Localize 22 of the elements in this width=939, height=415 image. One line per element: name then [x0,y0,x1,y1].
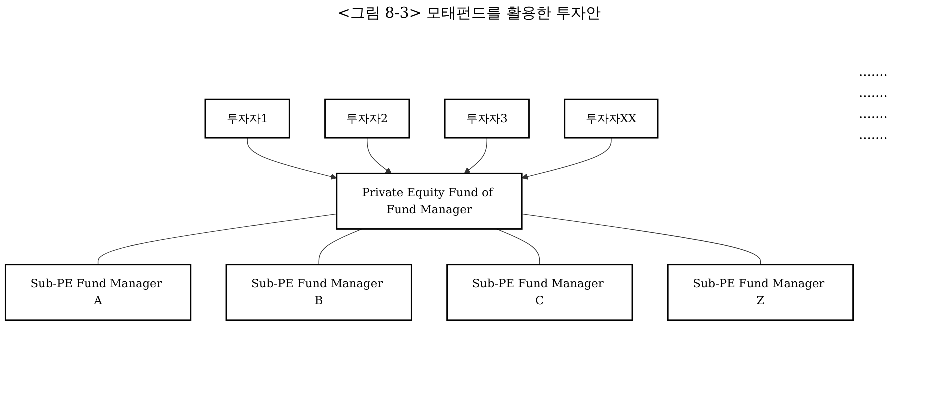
node-box: Private Equity Fund of Fund Manager [336,172,523,230]
arrow [367,138,392,174]
connector [318,228,363,266]
arrow [464,138,488,174]
arrow [247,138,338,180]
diagram-title: <그림 8-3> 모태펀드를 활용한 투자안 [336,4,602,23]
node-box: Sub-PE Fund Manager Z [667,264,854,322]
node-box: 투자자3 [444,98,530,139]
node-box: Sub-PE Fund Manager A [4,264,192,322]
ellipsis-dots: ....... [859,65,889,80]
node-box: 투자자2 [324,98,410,139]
connector [98,214,338,266]
connector [496,228,540,266]
node-box: Sub-PE Fund Manager C [446,264,634,322]
ellipsis-dots: ....... [859,128,889,143]
node-box: 투자자XX [564,98,659,139]
node-box: Sub-PE Fund Manager B [226,264,412,322]
node-box: 투자자1 [204,98,290,139]
ellipsis-dots: ....... [859,107,889,122]
connector [522,214,762,266]
ellipsis-dots: ....... [859,86,889,101]
arrow [522,138,612,180]
